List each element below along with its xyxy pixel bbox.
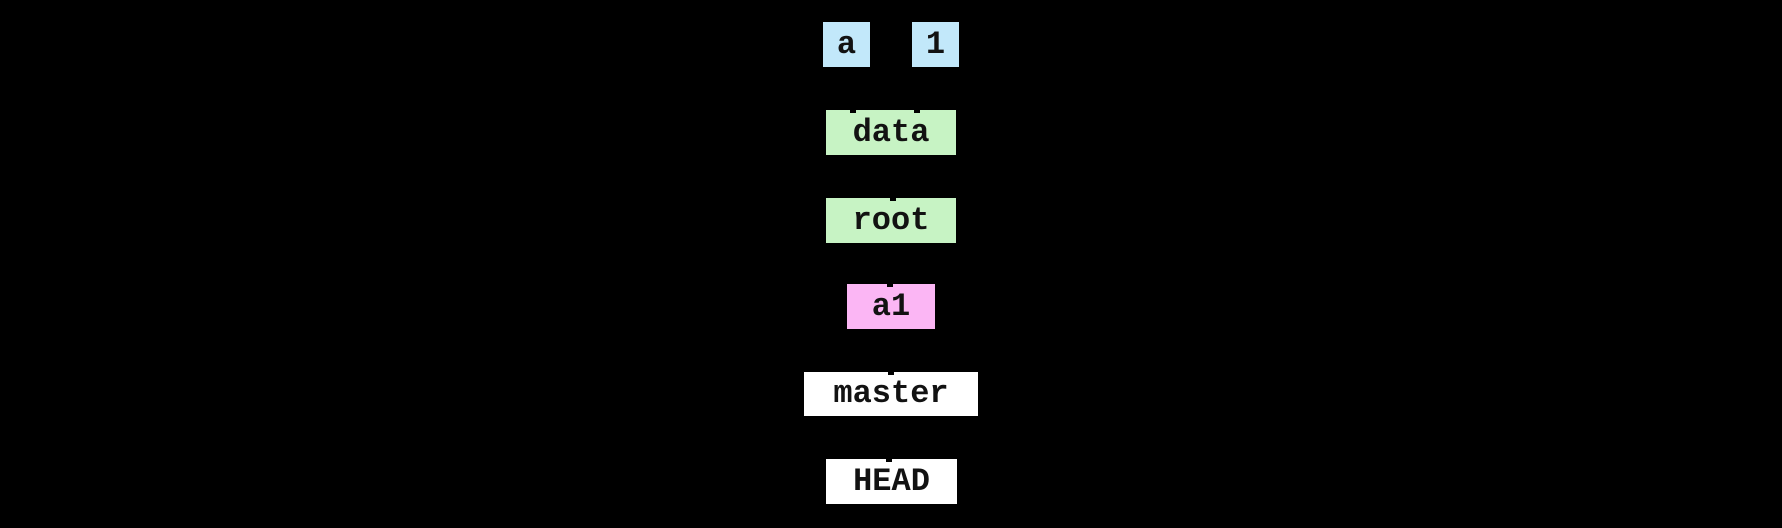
node-ref-head: HEAD <box>826 458 957 504</box>
arrow-stub-icon <box>914 109 920 113</box>
arrow-stub-icon <box>885 458 892 462</box>
node-commit-a1: a1 <box>847 283 935 329</box>
node-label-commit-a1: a1 <box>871 287 911 325</box>
node-label-blob-a: a <box>836 25 857 63</box>
node-label-tree-data: data <box>852 113 930 151</box>
node-tree-data: data <box>826 109 956 155</box>
node-label-tree-root: root <box>852 201 930 239</box>
arrow-stub-icon <box>850 109 857 113</box>
node-blob-a: a <box>823 22 870 67</box>
node-blob-1: 1 <box>912 22 959 67</box>
arrow-stub-icon <box>888 371 894 375</box>
node-label-blob-1: 1 <box>925 25 946 63</box>
arrow-stub-icon <box>887 283 894 287</box>
node-ref-master: master <box>804 371 978 416</box>
node-label-ref-master: master <box>833 375 949 412</box>
node-tree-root: root <box>826 197 956 243</box>
arrow-stub-icon <box>889 197 896 201</box>
node-label-ref-head: HEAD <box>853 462 930 500</box>
